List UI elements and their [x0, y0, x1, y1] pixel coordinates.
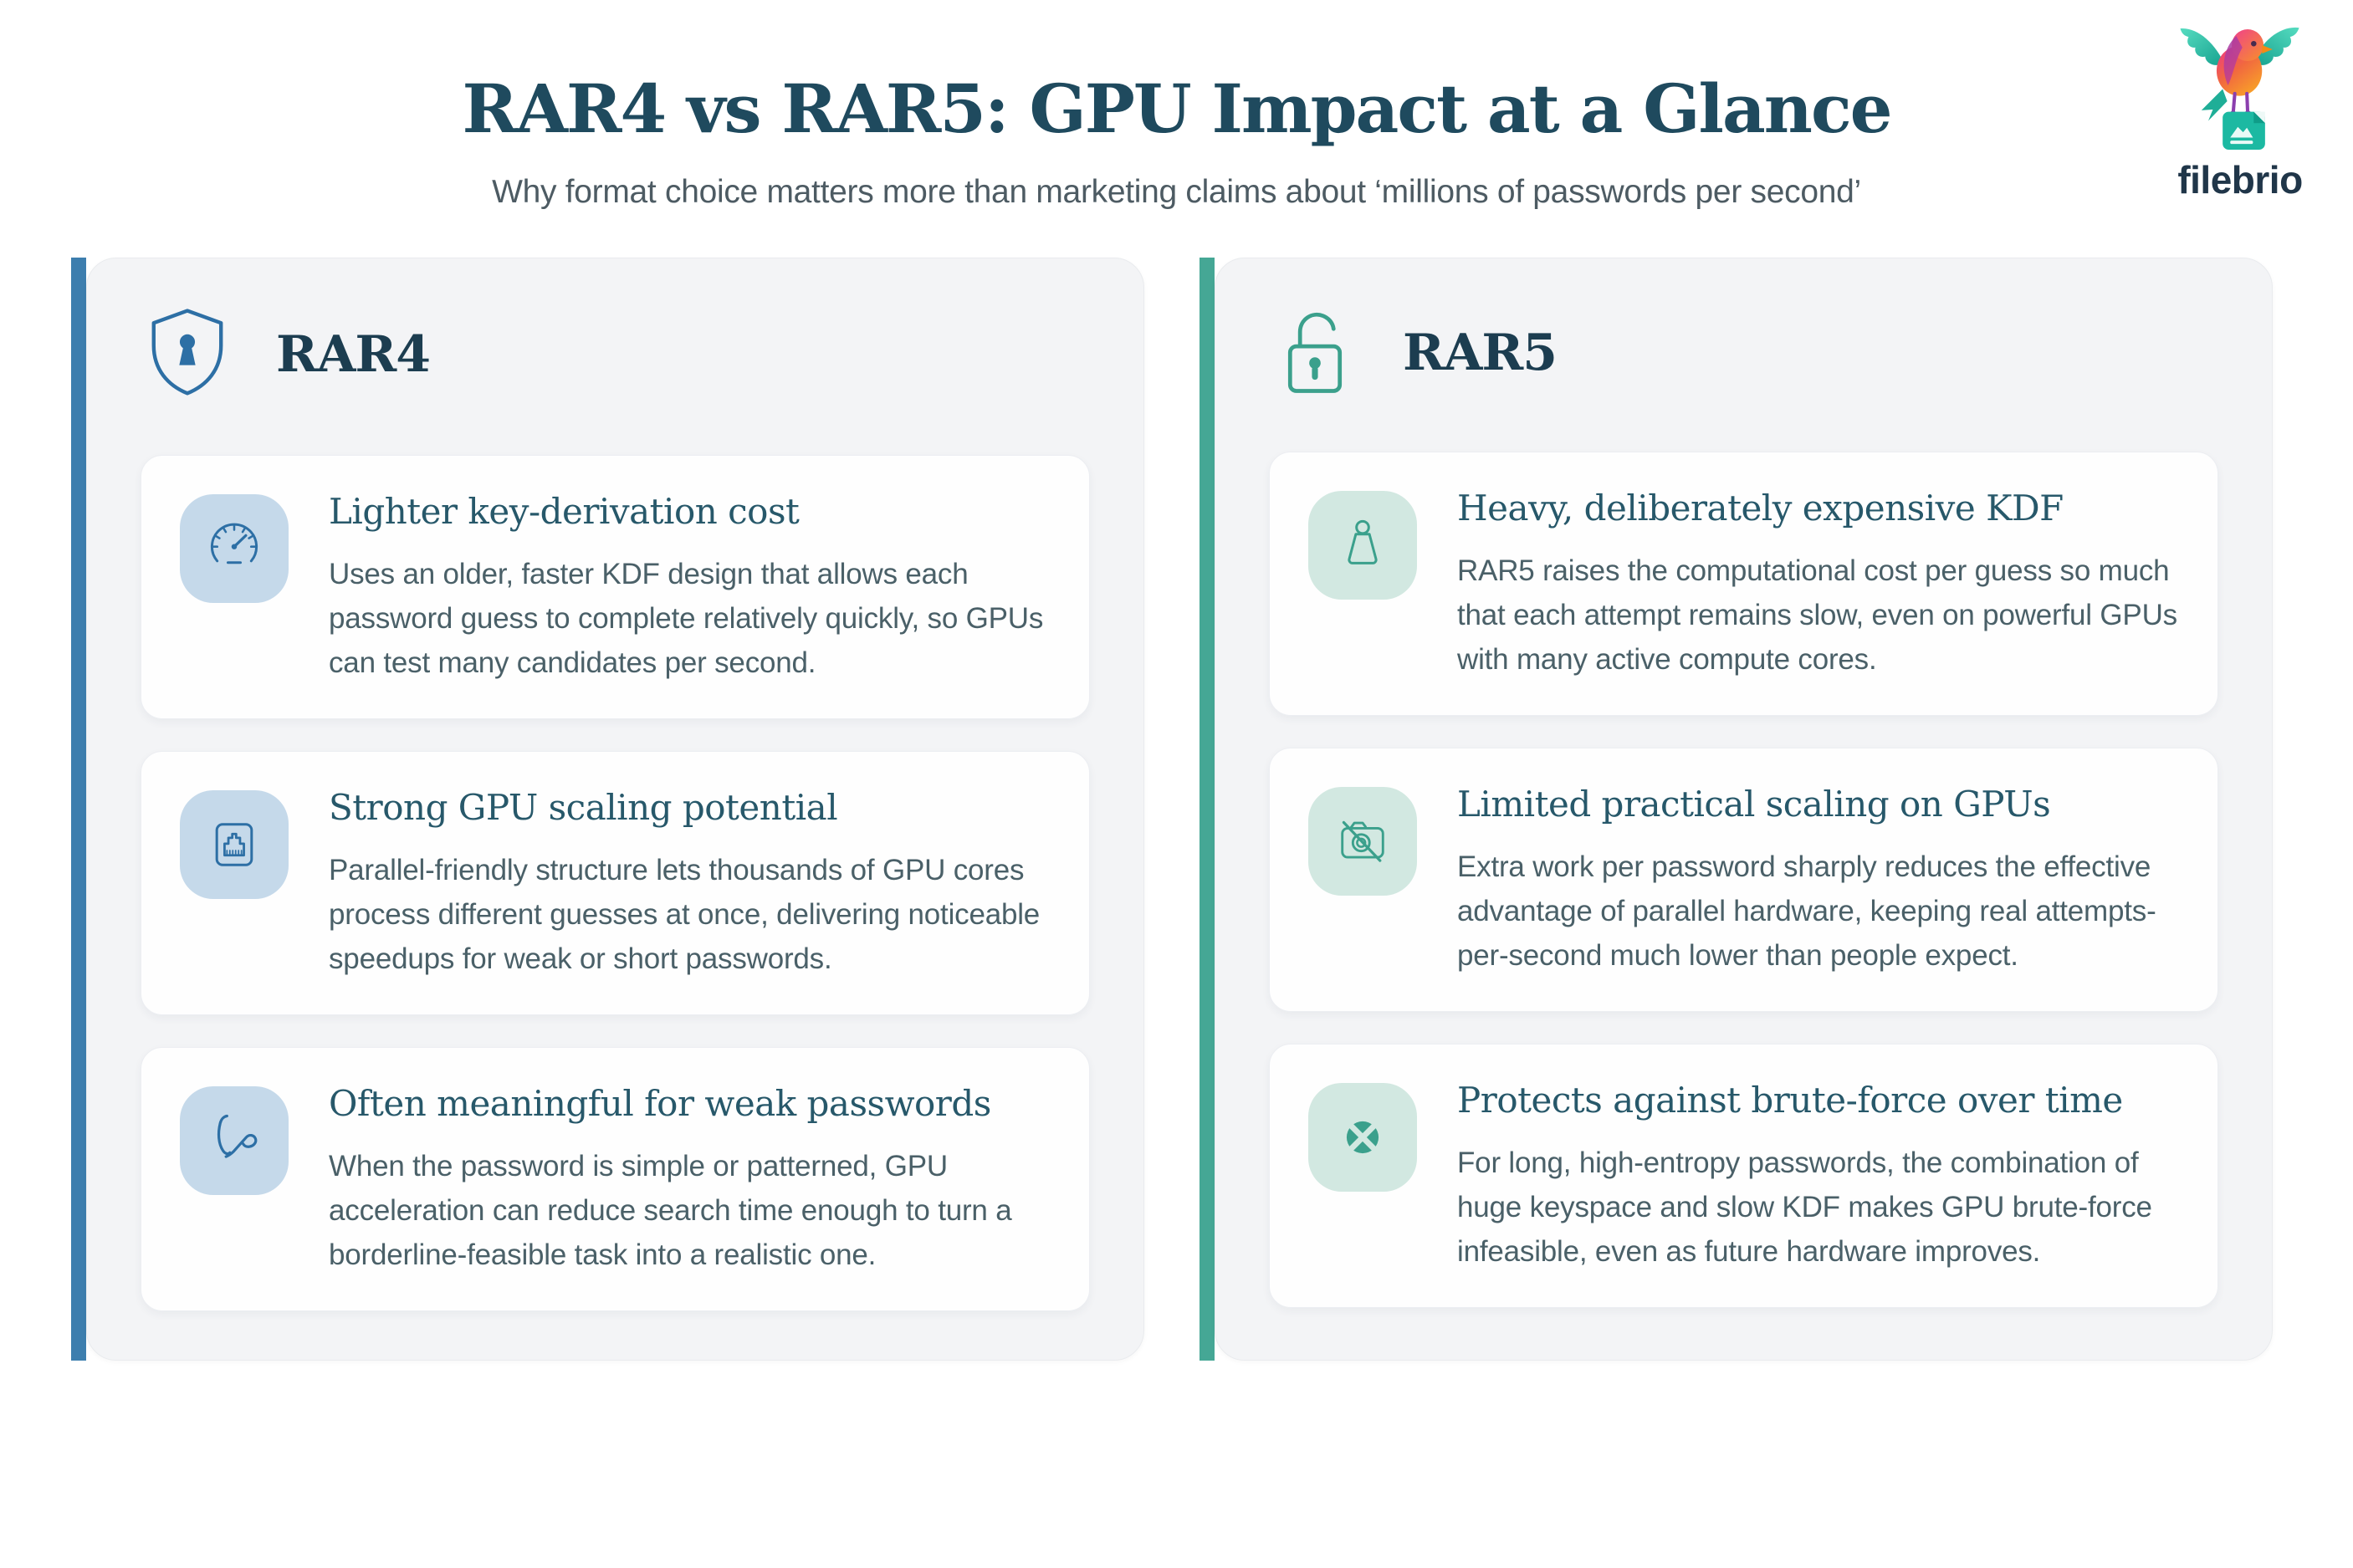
card-body: For long, high-entropy passwords, the co… [1457, 1147, 2152, 1268]
accent-bar-blue [71, 258, 86, 1361]
card-body: Parallel-friendly structure lets thousan… [329, 854, 1041, 975]
card-heavy-kdf: Heavy, deliberately expensive KDF RAR5 r… [1269, 452, 2218, 716]
card-body: When the password is simple or patterned… [329, 1150, 1012, 1271]
card-gpu-scaling: Strong GPU scaling potential Parallel-fr… [141, 751, 1090, 1015]
quadrant-circle-icon [1308, 1083, 1417, 1192]
column-header-rar4: RAR4 [146, 305, 1090, 403]
flexed-arm-icon [180, 1086, 289, 1195]
logo-text: filebrio [2177, 158, 2303, 202]
card-body: Uses an older, faster KDF design that al… [329, 558, 1044, 679]
column-rar4: RAR4 Lighter key-d [71, 258, 1144, 1361]
card-text: Limited practical scaling on GPUs Extra … [1457, 782, 2179, 978]
no-camera-icon [1308, 787, 1417, 896]
header: RAR4 vs RAR5: GPU Impact at a Glance Why… [0, 0, 2353, 211]
comparison-columns: RAR4 Lighter key-d [71, 258, 2273, 1361]
card-title: Protects against brute-force over time [1457, 1080, 2123, 1121]
card-title: Strong GPU scaling potential [329, 787, 838, 828]
card-weak-passwords: Often meaningful for weak passwords When… [141, 1047, 1090, 1311]
logo: filebrio [2164, 13, 2316, 202]
speedometer-icon [180, 494, 289, 603]
card-brute-force-protection: Protects against brute-force over time F… [1269, 1044, 2218, 1308]
card-title: Lighter key-derivation cost [329, 491, 800, 532]
panel-rar5: RAR5 Heavy, deliberately expensive KDF R… [1215, 258, 2273, 1361]
card-text: Heavy, deliberately expensive KDF RAR5 r… [1457, 486, 2179, 682]
column-title-rar4: RAR4 [276, 324, 431, 384]
page-subtitle: Why format choice matters more than mark… [492, 174, 1861, 210]
card-title: Limited practical scaling on GPUs [1457, 784, 2051, 825]
card-text: Protects against brute-force over time F… [1457, 1078, 2179, 1274]
shield-keyhole-icon [151, 309, 223, 396]
page-title: RAR4 vs RAR5: GPU Impact at a Glance [462, 69, 1892, 148]
card-title: Heavy, deliberately expensive KDF [1457, 488, 2064, 529]
bird-on-file-icon [2180, 27, 2299, 150]
card-text: Often meaningful for weak passwords When… [329, 1081, 1051, 1277]
card-body: Extra work per password sharply reduces … [1457, 850, 2156, 972]
card-lighter-kdf: Lighter key-derivation cost Uses an olde… [141, 455, 1090, 719]
column-rar5: RAR5 Heavy, deliberately expensive KDF R… [1200, 258, 2273, 1361]
column-title-rar5: RAR5 [1403, 323, 1558, 382]
card-text: Lighter key-derivation cost Uses an olde… [329, 489, 1051, 685]
panel-rar4: RAR4 Lighter key-d [86, 258, 1144, 1361]
weight-icon [1308, 491, 1417, 600]
card-limited-scaling: Limited practical scaling on GPUs Extra … [1269, 748, 2218, 1012]
ethernet-port-icon [180, 790, 289, 899]
card-text: Strong GPU scaling potential Parallel-fr… [329, 785, 1051, 981]
accent-bar-teal [1200, 258, 1215, 1361]
card-body: RAR5 raises the computational cost per g… [1457, 554, 2177, 676]
open-padlock-icon [1287, 313, 1343, 393]
column-header-rar5: RAR5 [1274, 305, 2218, 400]
card-title: Often meaningful for weak passwords [329, 1083, 991, 1124]
